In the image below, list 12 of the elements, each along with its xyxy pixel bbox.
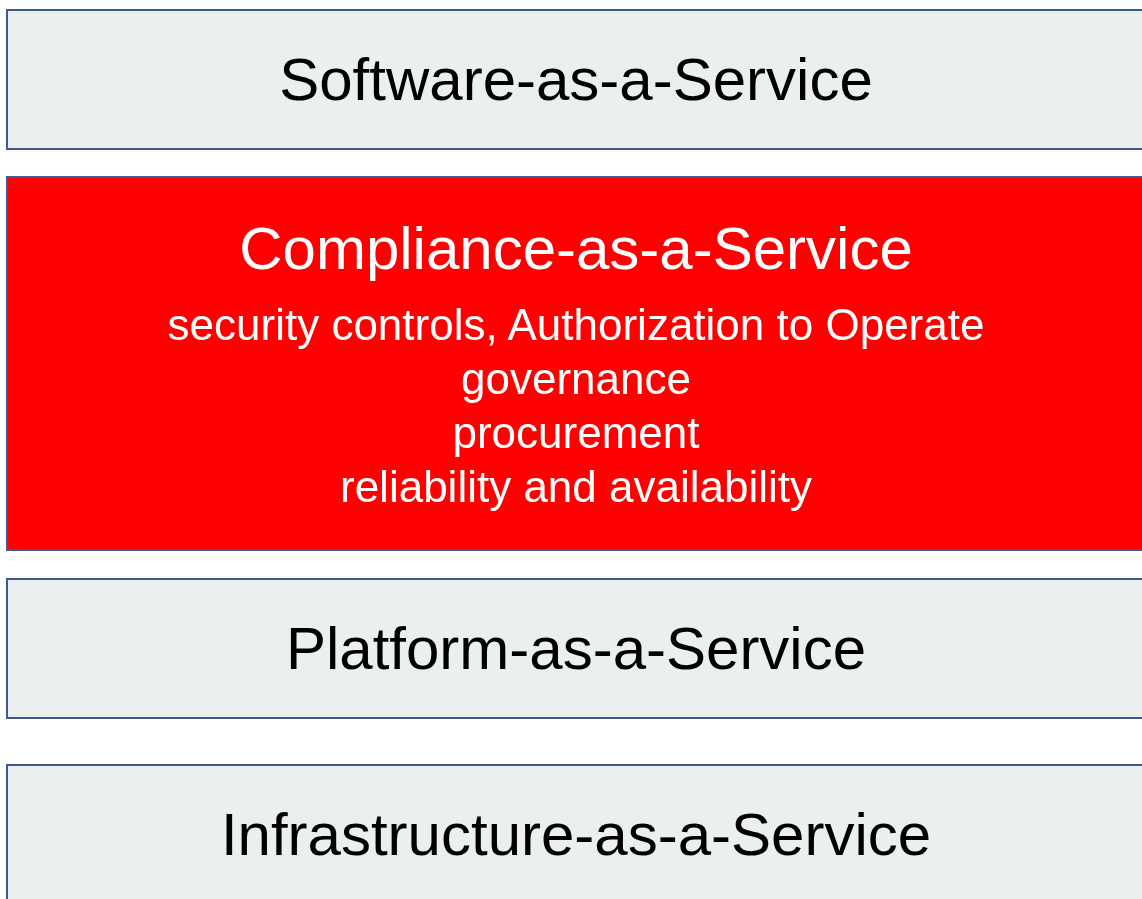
- layer-band: [6, 9, 1142, 150]
- layer-band: [6, 176, 1142, 551]
- layer-item: security controls, Authorization to Operate: [167, 302, 985, 347]
- layer-title: Software-as-a-Service: [279, 49, 873, 110]
- layer-item: governance: [461, 356, 691, 401]
- layer-title: Infrastructure-as-a-Service: [220, 804, 932, 865]
- layer-title: Compliance-as-a-Service: [239, 218, 913, 279]
- layer-band: [6, 764, 1142, 899]
- layer-title: Platform-as-a-Service: [285, 618, 867, 679]
- layer-item: procurement: [452, 410, 700, 455]
- layer-band: [6, 578, 1142, 719]
- layer-item: reliability and availability: [340, 464, 812, 509]
